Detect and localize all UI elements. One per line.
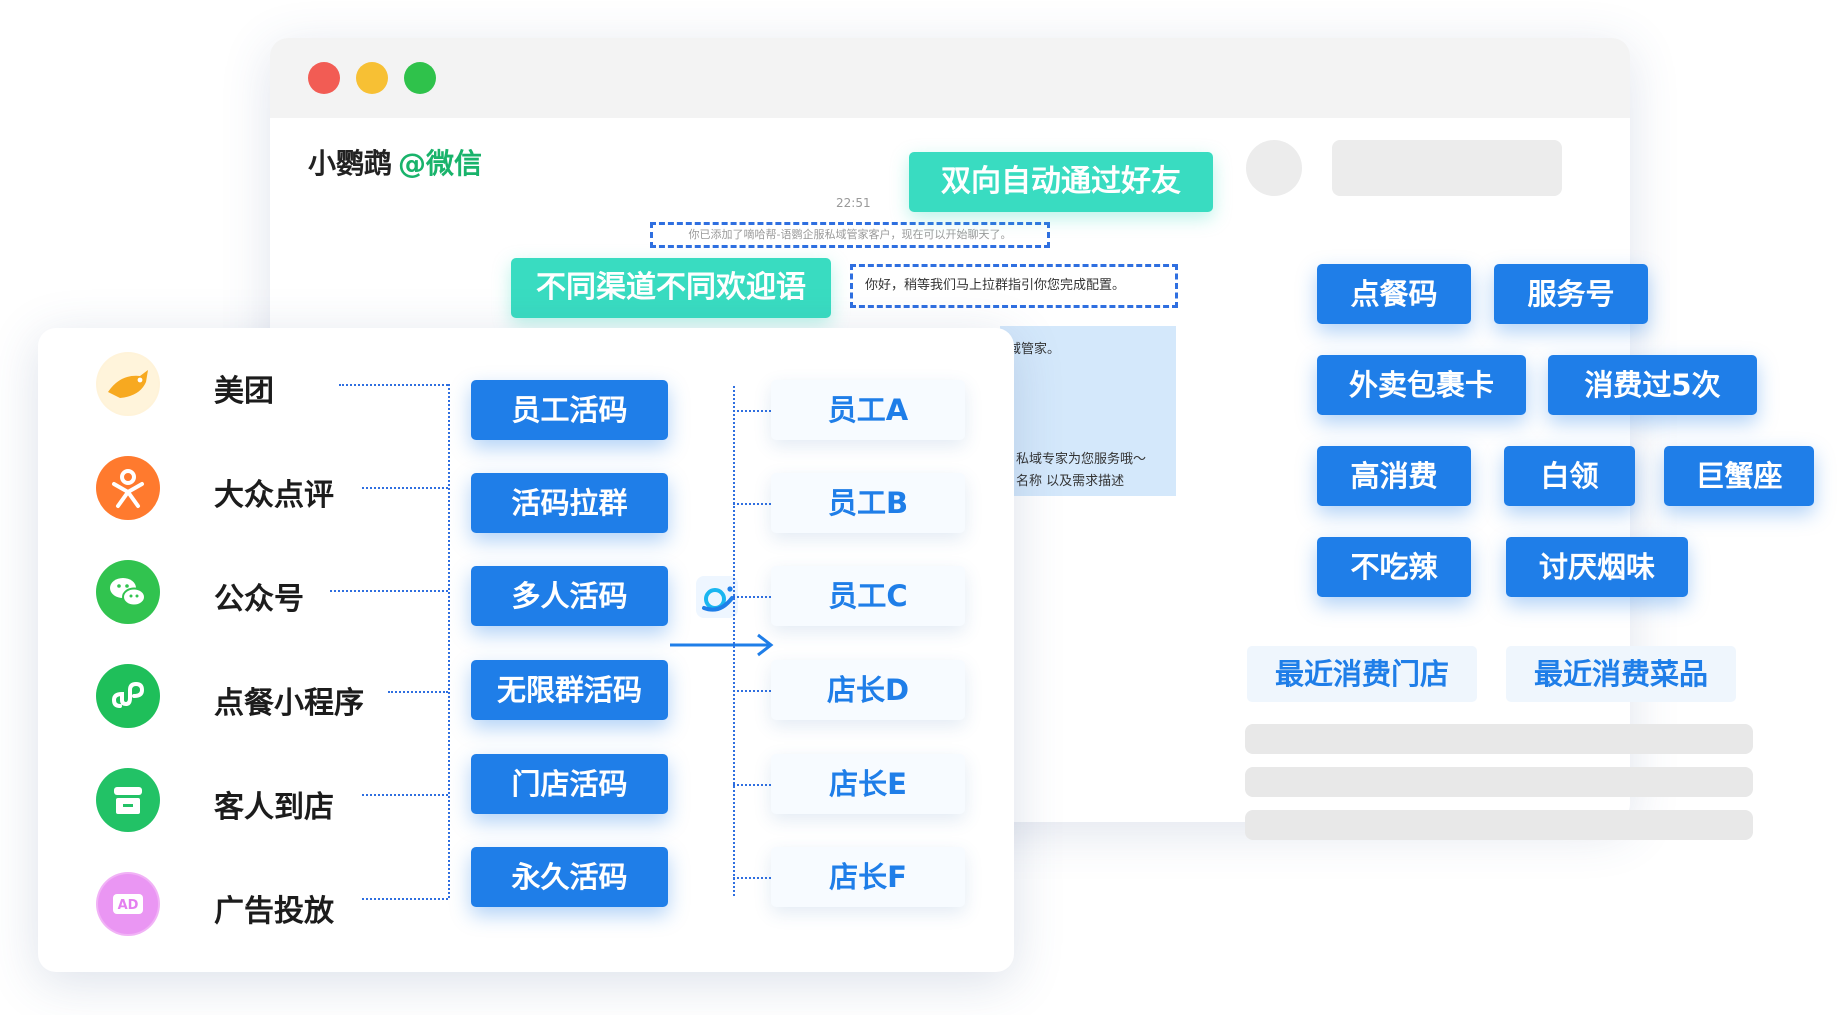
placeholder-bar [1245,767,1753,797]
system-message: 你已添加了嘀哈帮-语鹦企服私域管家客户，现在可以开始聊天了。 [650,222,1050,248]
store-icon [96,768,160,832]
channel-welcome-callout: 不同渠道不同欢迎语 [511,258,831,318]
close-window-dot[interactable] [308,62,340,94]
source-label: 广告投放 [214,894,334,929]
connector-line [733,410,771,412]
customer-tag[interactable]: 点餐码 [1317,264,1471,324]
customer-tag[interactable]: 高消费 [1317,446,1471,506]
connector-line [388,691,448,693]
flow-arrow-icon [670,633,774,657]
source-label: 点餐小程序 [214,686,364,721]
recent-dish-tag[interactable]: 最近消费菜品 [1506,646,1736,702]
connector-line [339,384,448,386]
source-label: 客人到店 [214,790,334,825]
mini-program-icon [96,664,160,728]
connector-line [733,690,771,692]
wechat-icon [96,560,160,624]
greeting-message: 你好，稍等我们马上拉群指引你您完成配置。 [850,264,1178,308]
meituan-kangaroo-icon [96,352,160,416]
connector-line [362,794,448,796]
customer-tag[interactable]: 白领 [1504,446,1635,506]
dianping-icon [96,456,160,520]
customer-tag[interactable]: 讨厌烟味 [1506,537,1688,597]
chat-title-channel: @微信 [398,147,483,180]
chat-bubble-line: 私域专家为您服务哦～ [1016,452,1147,467]
staff-card[interactable]: 店长E [771,754,965,814]
profile-placeholder-bar [1332,140,1562,196]
staff-card[interactable]: 店长D [771,660,965,720]
customer-tag[interactable]: 消费过5次 [1548,355,1757,415]
placeholder-bar [1245,724,1753,754]
maximize-window-dot[interactable] [404,62,436,94]
connector-line [733,784,771,786]
chat-bubble-line: 名称 以及需求描述 [1016,474,1125,489]
connector-line [330,590,448,592]
ad-icon-text: AD [118,898,139,913]
customer-tag[interactable]: 不吃辣 [1317,537,1471,597]
code-button[interactable]: 门店活码 [471,754,668,814]
code-button[interactable]: 员工活码 [471,380,668,440]
recent-store-tag[interactable]: 最近消费门店 [1247,646,1477,702]
connector-line [733,503,771,505]
staff-card[interactable]: 员工B [771,473,965,533]
window-titlebar [270,38,1630,118]
staff-card[interactable]: 店长F [771,847,965,907]
connector-line [362,487,448,489]
connector-line [362,898,448,900]
source-label: 大众点评 [214,478,334,513]
customer-tag[interactable]: 巨蟹座 [1664,446,1814,506]
staff-card[interactable]: 员工C [771,566,965,626]
avatar [1246,140,1302,196]
placeholder-bar [1245,810,1753,840]
minimize-window-dot[interactable] [356,62,388,94]
connector-line [448,384,450,898]
auto-accept-callout: 双向自动通过好友 [909,152,1213,212]
source-label: 公众号 [214,582,304,617]
customer-tag[interactable]: 外卖包裹卡 [1317,355,1526,415]
chat-title-name: 小鹦鹉 [308,147,393,180]
chat-bubble-line: 域管家。 [1008,342,1061,357]
source-label: 美团 [214,374,274,409]
staff-card[interactable]: 员工A [771,380,965,440]
connector-line [733,877,771,879]
code-button[interactable]: 永久活码 [471,847,668,907]
chat-timestamp: 22:51 [836,196,871,210]
snail-logo-icon [694,574,740,620]
code-button[interactable]: 活码拉群 [471,473,668,533]
connector-line [733,596,771,598]
customer-tag[interactable]: 服务号 [1494,264,1648,324]
ad-icon: AD [96,872,160,936]
code-button[interactable]: 多人活码 [471,566,668,626]
chat-title: 小鹦鹉@微信 [308,142,482,182]
chat-bubble: 域管家。 私域专家为您服务哦～ 名称 以及需求描述 [1000,326,1176,496]
code-button[interactable]: 无限群活码 [471,660,668,720]
connector-line [733,386,735,896]
